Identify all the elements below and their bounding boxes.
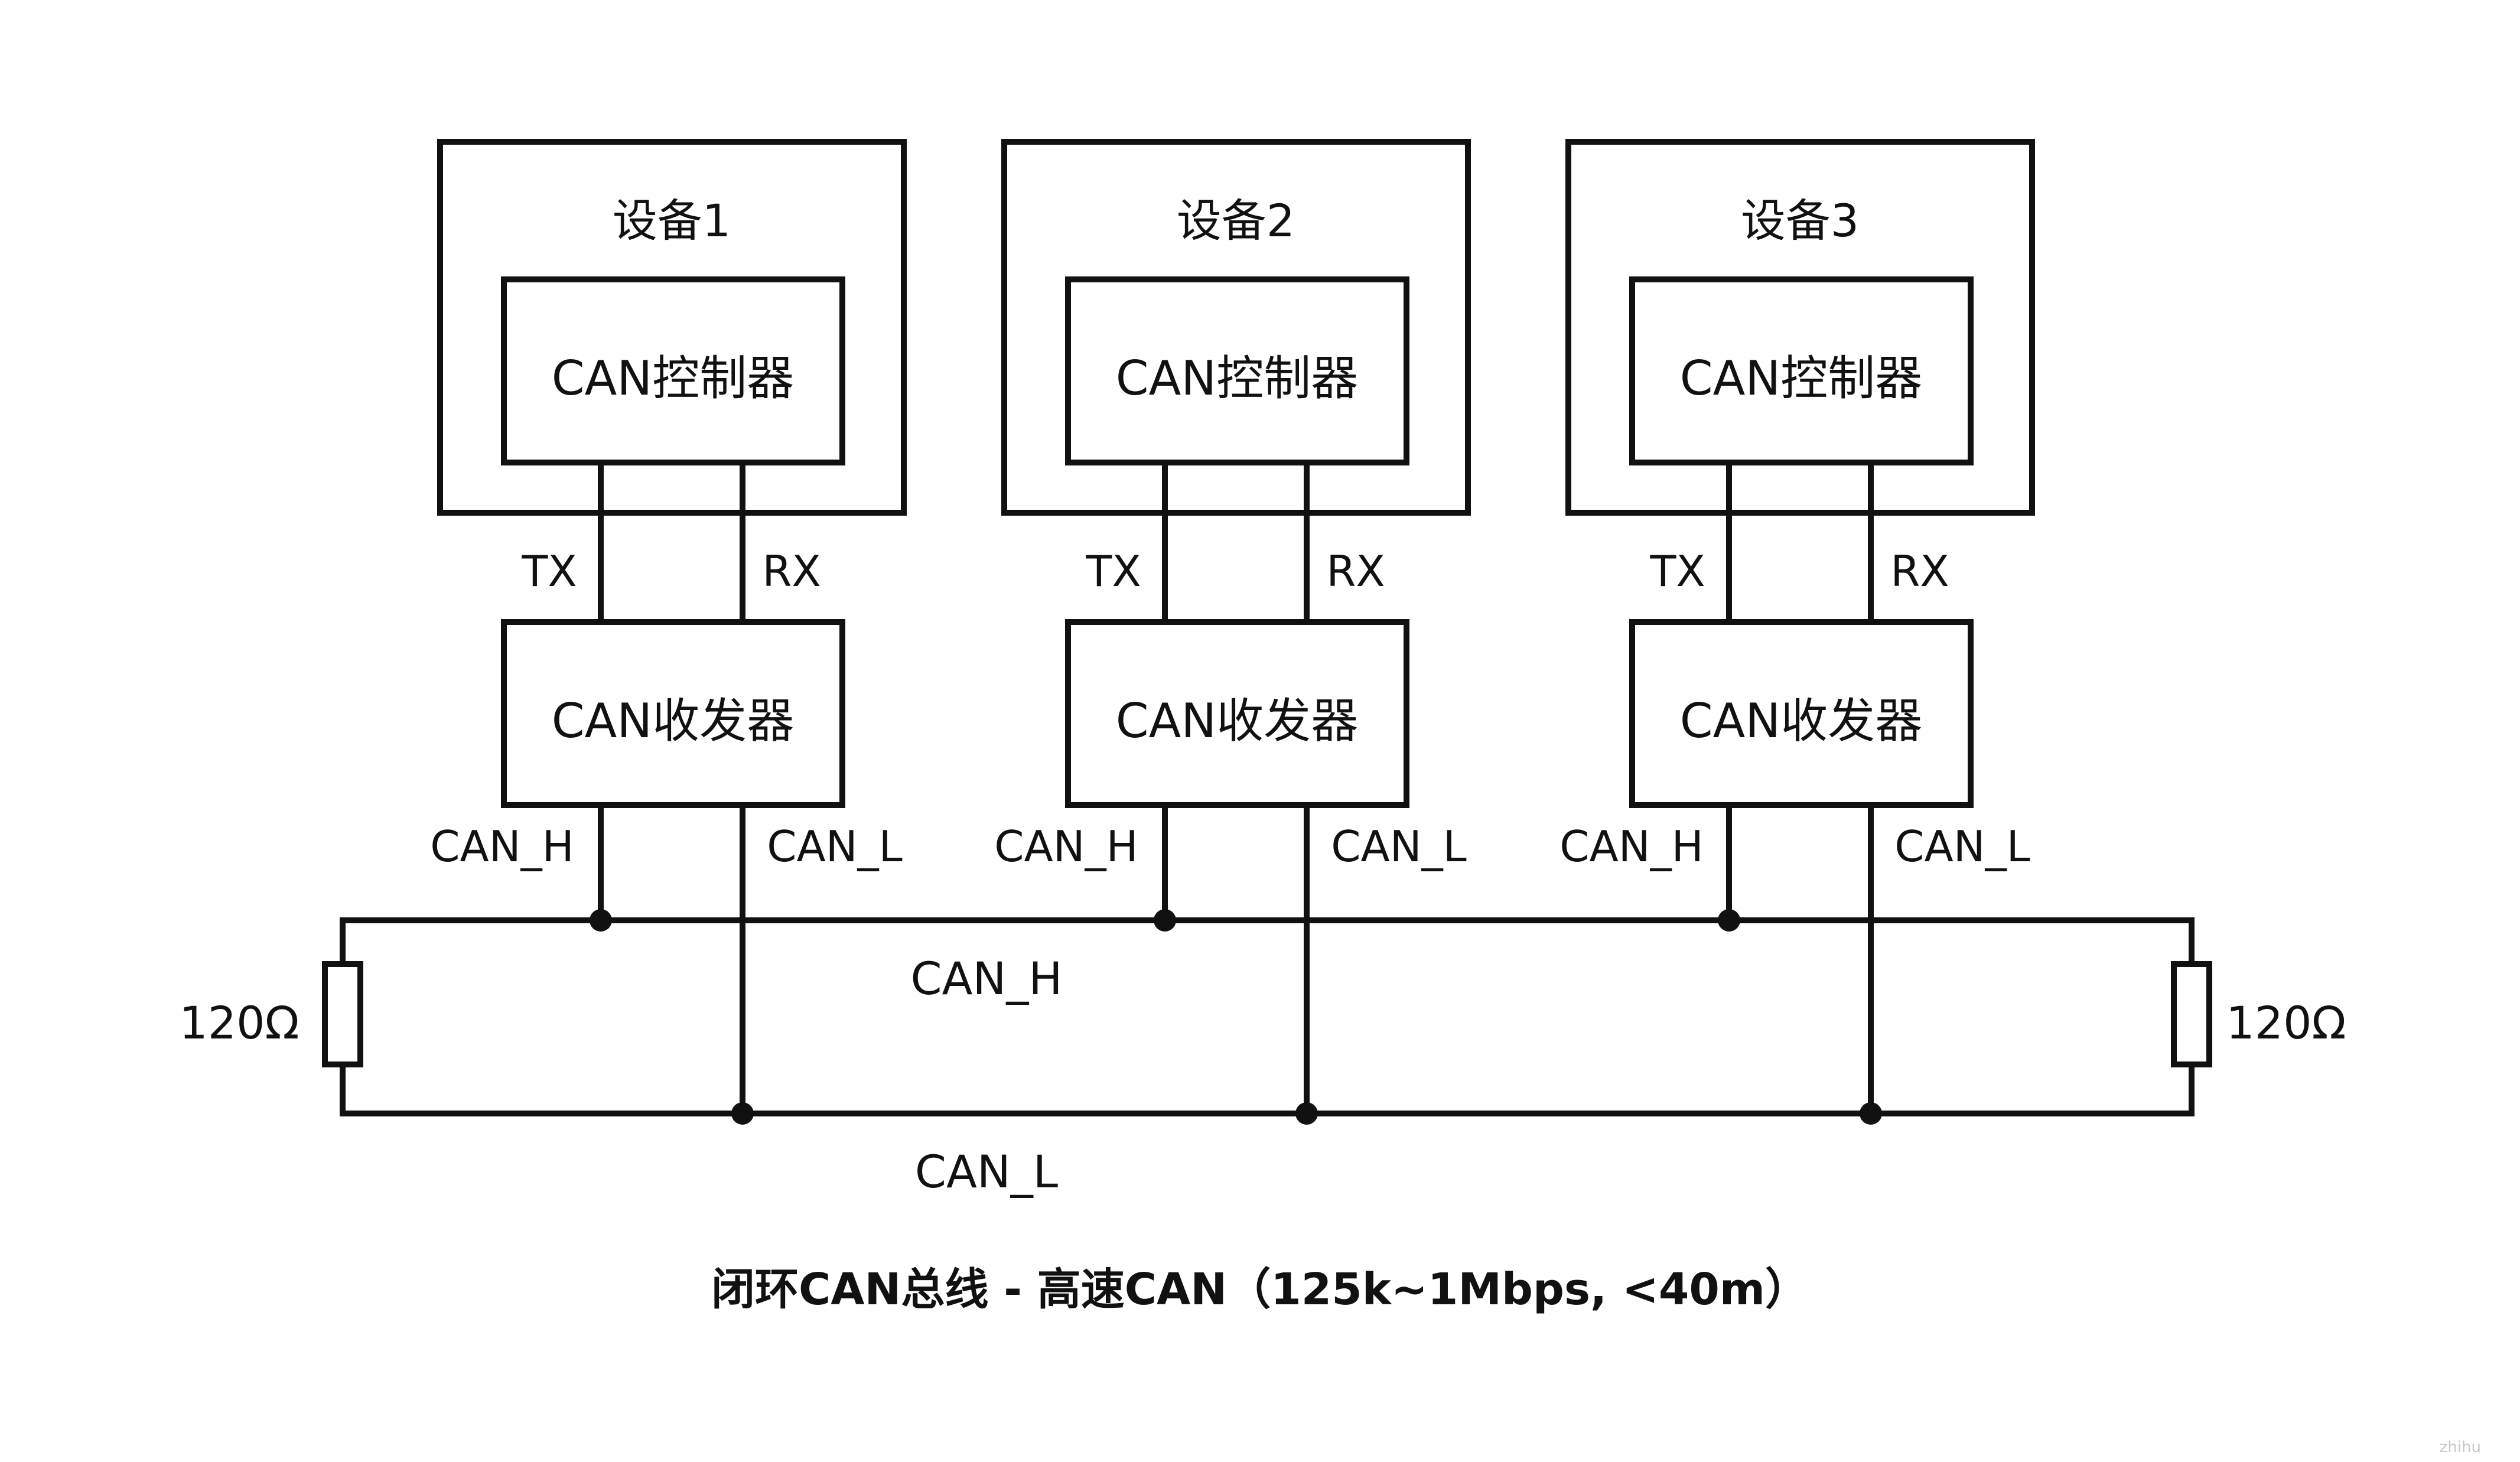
device-2-transceiver-box xyxy=(1065,619,1409,808)
right-resistor-label: 120Ω xyxy=(2226,997,2346,1049)
device-3-tx-label: TX xyxy=(1649,546,1705,596)
device-2-canl-junction xyxy=(1295,1102,1318,1125)
device-3-canh-junction xyxy=(1718,909,1740,932)
device-1-title: 设备1 xyxy=(613,194,731,247)
device-1-canh-junction xyxy=(590,909,612,932)
device-3-transceiver-label: CAN收发器 xyxy=(1680,693,1922,748)
device-3-canl-junction xyxy=(1860,1102,1882,1125)
watermark-logo: zhihu xyxy=(2440,1438,2481,1456)
device-3-canh-label: CAN_H xyxy=(1559,822,1704,871)
device-1-transceiver-box xyxy=(501,619,845,808)
device-1: 设备1 CAN控制器 CAN收发器 TX RX CAN_H CAN_L xyxy=(430,139,907,1125)
device-3-title: 设备3 xyxy=(1741,194,1859,247)
bus-canh-label: CAN_H xyxy=(910,952,1062,1005)
device-2-canl-label: CAN_L xyxy=(1331,822,1467,871)
device-3-controller-box xyxy=(1629,276,1974,465)
device-3-transceiver-box xyxy=(1629,619,1974,808)
device-2-controller-label: CAN控制器 xyxy=(1116,351,1358,406)
left-resistor-label: 120Ω xyxy=(179,997,299,1049)
device-1-controller-box xyxy=(501,276,845,465)
device-1-transceiver-label: CAN收发器 xyxy=(552,693,794,748)
device-2-rx-label: RX xyxy=(1326,546,1385,596)
device-2-title: 设备2 xyxy=(1177,194,1295,247)
device-3: 设备3 CAN控制器 CAN收发器 TX RX CAN_H CAN_L xyxy=(1559,139,2035,1125)
device-2-tx-label: TX xyxy=(1085,546,1141,596)
device-3-canl-label: CAN_L xyxy=(1894,822,2030,871)
device-2-transceiver-label: CAN收发器 xyxy=(1116,693,1358,748)
device-3-controller-label: CAN控制器 xyxy=(1680,351,1922,406)
device-2-controller-box xyxy=(1065,276,1409,465)
device-3-rx-label: RX xyxy=(1890,546,1949,596)
device-1-canl-label: CAN_L xyxy=(767,822,903,871)
device-1-rx-label: RX xyxy=(762,546,821,596)
device-1-canl-junction xyxy=(731,1102,754,1125)
bus-canl-label: CAN_L xyxy=(915,1145,1058,1198)
device-2-canh-label: CAN_H xyxy=(994,822,1138,871)
device-1-controller-label: CAN控制器 xyxy=(552,351,794,406)
left-terminal-resistor xyxy=(322,917,363,1116)
right-terminal-resistor xyxy=(2171,917,2212,1116)
device-1-canh-label: CAN_H xyxy=(430,822,574,871)
diagram-caption: 闭环CAN总线 - 高速CAN（125k~1Mbps, <40m） xyxy=(711,1264,1809,1315)
device-2: 设备2 CAN控制器 CAN收发器 TX RX CAN_H CAN_L xyxy=(994,139,1471,1125)
device-2-canh-junction xyxy=(1154,909,1176,932)
device-1-tx-label: TX xyxy=(521,546,577,596)
